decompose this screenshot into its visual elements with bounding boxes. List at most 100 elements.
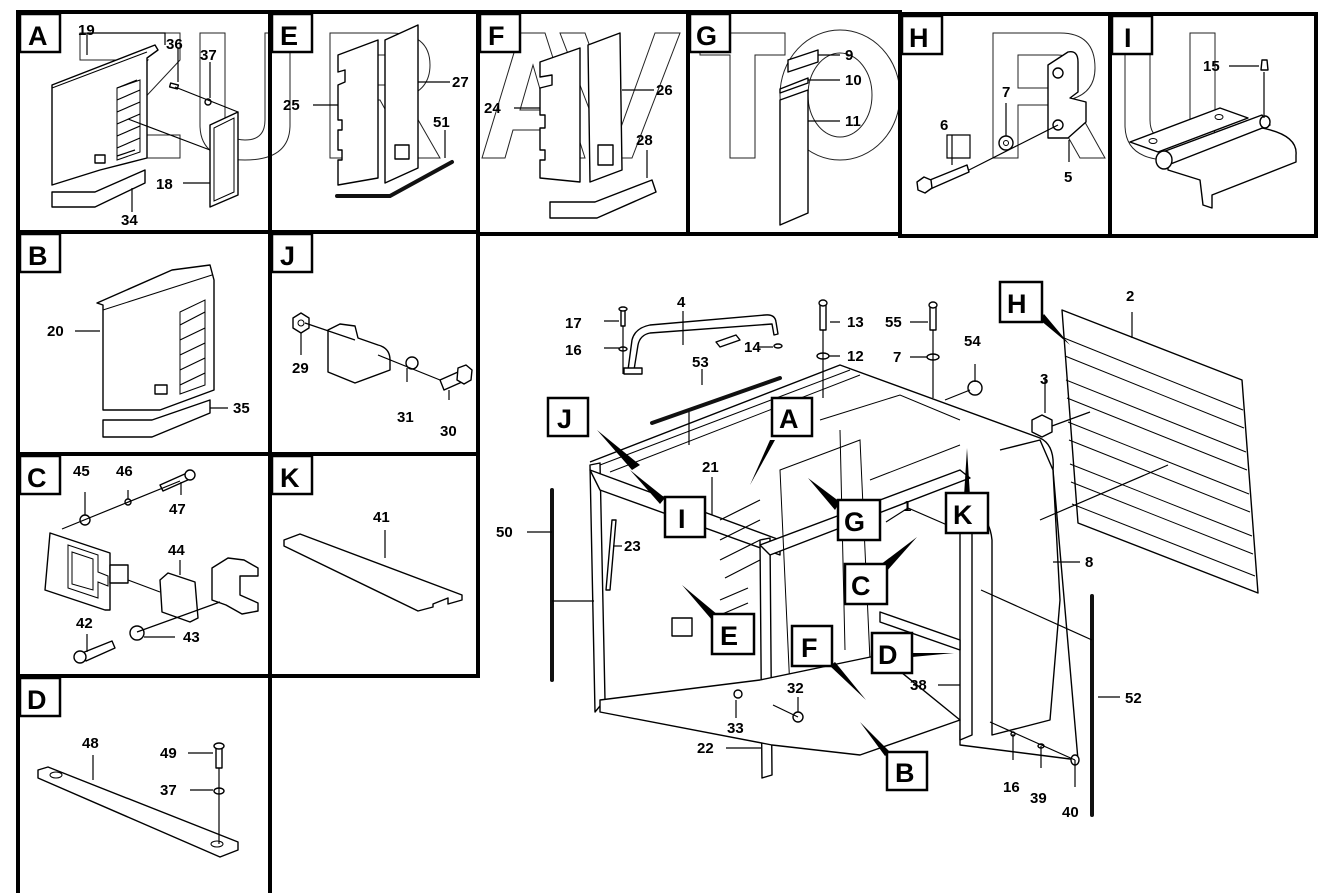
callout-main-33: 33 xyxy=(727,720,744,737)
panel-e-content: 25 27 51 xyxy=(283,24,469,198)
callout-41: 41 xyxy=(373,509,390,526)
svg-text:C: C xyxy=(851,571,871,601)
pad-9 xyxy=(787,49,819,73)
nut-29 xyxy=(292,312,310,334)
pointer-j: J xyxy=(546,396,640,470)
callout-main-8: 8 xyxy=(1085,554,1093,571)
grease-nipple-15 xyxy=(1260,59,1269,71)
callout-main-53: 53 xyxy=(692,354,709,371)
callout-19: 19 xyxy=(78,22,95,39)
pointer-k: K xyxy=(944,448,990,535)
panel-label-e: E xyxy=(270,12,314,54)
washer-43 xyxy=(129,625,145,641)
front-frame-left xyxy=(589,462,606,713)
pointer-f: F xyxy=(790,624,866,700)
panel-frames xyxy=(16,10,1318,893)
callout-28: 28 xyxy=(636,132,653,149)
pointer-g: G xyxy=(808,478,882,542)
callout-27: 27 xyxy=(452,74,469,91)
svg-text:K: K xyxy=(953,500,973,530)
panel-label-g: G xyxy=(688,12,732,54)
panel-label-f: F xyxy=(478,12,522,54)
svg-text:G: G xyxy=(696,21,717,51)
lower-trim-28 xyxy=(549,179,657,219)
panel-label-b: B xyxy=(18,232,62,274)
callout-main-16b: 16 xyxy=(1003,779,1020,796)
strap-48 xyxy=(37,766,239,858)
callout-main-50: 50 xyxy=(496,524,513,541)
panel-d-content: 48 49 37 xyxy=(37,735,239,858)
callout-34: 34 xyxy=(121,212,138,229)
callout-45: 45 xyxy=(73,463,90,480)
grab-handle-4 xyxy=(627,314,779,371)
panel-labels: A E F G H I B J C K D xyxy=(18,12,1154,718)
hinge-leaf-bottom xyxy=(1167,127,1297,209)
callout-37-d: 37 xyxy=(160,782,177,799)
latch-3 xyxy=(1031,414,1053,438)
panel-label-i: I xyxy=(1110,14,1154,56)
svg-text:B: B xyxy=(28,241,48,271)
svg-text:H: H xyxy=(1007,289,1027,319)
panel-label-j: J xyxy=(270,232,314,274)
callout-11: 11 xyxy=(845,113,861,130)
spacer-bar-41 xyxy=(283,533,463,612)
callout-36: 36 xyxy=(166,36,183,53)
panel-k-content: 41 xyxy=(283,509,463,612)
panel-label-c: C xyxy=(18,454,62,496)
svg-text:H: H xyxy=(909,23,929,53)
bolt-49 xyxy=(215,747,223,769)
callout-main-3: 3 xyxy=(1040,371,1048,388)
pointer-h: H xyxy=(998,280,1070,345)
callout-main-52: 52 xyxy=(1125,690,1142,707)
callout-9: 9 xyxy=(845,47,853,64)
panel-c-content: 45 46 47 44 42 43 xyxy=(44,463,259,664)
svg-text:E: E xyxy=(280,21,298,51)
callout-main-17: 17 xyxy=(565,315,582,332)
insulation-27 xyxy=(384,24,419,184)
pointer-c: C xyxy=(843,537,917,606)
callout-49: 49 xyxy=(160,745,177,762)
bracket-44 xyxy=(159,572,199,623)
bolt-17 xyxy=(620,309,626,327)
callout-25: 25 xyxy=(283,97,300,114)
callout-51: 51 xyxy=(433,114,450,131)
rear-panel-2 xyxy=(1061,309,1259,594)
panel-k-frame xyxy=(268,452,480,678)
svg-text:I: I xyxy=(1124,23,1132,53)
panel-i-content: 15 xyxy=(1129,58,1297,209)
callout-37: 37 xyxy=(200,47,217,64)
callout-15: 15 xyxy=(1203,58,1220,75)
callout-main-39: 39 xyxy=(1030,790,1047,807)
svg-text:D: D xyxy=(878,640,898,670)
svg-text:J: J xyxy=(280,241,295,271)
bolt-13 xyxy=(819,303,827,331)
panel-label-d: D xyxy=(18,676,62,718)
main-hatch-e xyxy=(719,587,749,646)
svg-text:J: J xyxy=(557,404,572,434)
panel-f-content: 24 26 28 xyxy=(484,32,673,219)
svg-text:C: C xyxy=(27,463,47,493)
pad-10 xyxy=(779,77,809,94)
panel-label-h: H xyxy=(900,14,944,56)
panel-d-frame xyxy=(16,674,272,893)
callout-5: 5 xyxy=(1064,169,1072,186)
svg-text:K: K xyxy=(280,463,300,493)
callout-main-40: 40 xyxy=(1062,804,1079,821)
callout-48: 48 xyxy=(82,735,99,752)
svg-text:E: E xyxy=(720,621,738,651)
nut-33 xyxy=(733,689,743,699)
seal-53 xyxy=(650,376,782,425)
panel-label-a: A xyxy=(18,12,62,54)
callout-6: 6 xyxy=(940,117,948,134)
callout-main-16: 16 xyxy=(565,342,582,359)
cab-roof-body xyxy=(589,364,1079,761)
side-cover-panel xyxy=(51,44,159,186)
rear-panel-ribs xyxy=(1063,337,1256,577)
latch-handle-plate xyxy=(44,532,111,611)
cab-floor xyxy=(599,654,961,756)
insulation-24 xyxy=(539,47,581,183)
callout-42: 42 xyxy=(76,615,93,632)
callout-20: 20 xyxy=(47,323,64,340)
callout-main-2: 2 xyxy=(1126,288,1134,305)
svg-text:G: G xyxy=(844,507,865,537)
